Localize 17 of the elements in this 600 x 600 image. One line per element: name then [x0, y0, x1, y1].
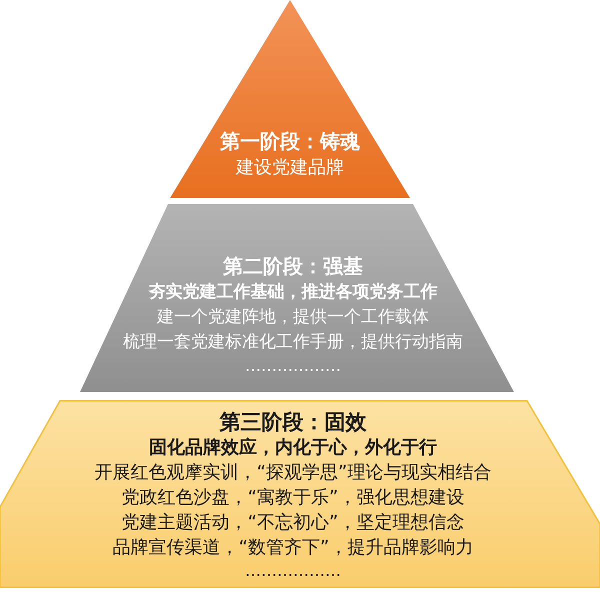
stage-title: 第三阶段：固效 [220, 409, 366, 435]
stage-title: 第一阶段：铸魂 [220, 128, 360, 155]
stage-text: 夯实党建工作基础，推进各项党务工作 [148, 281, 438, 304]
pyramid-tier [170, 0, 410, 198]
stage-text: 固化品牌效应，内化于心，外化于行 [149, 436, 437, 460]
stage-text: 开展红色观摩实训，“探观学思”理论与现实相结合 [94, 461, 492, 485]
stage-text: 建一个党建阵地，提供一个工作载体 [157, 306, 429, 329]
stage-text: 党建主题活动，“不忘初心”，坚定理想信念 [122, 511, 464, 535]
stage-text: 品牌宣传渠道，“数管齐下”，提升品牌影响力 [112, 536, 474, 560]
ellipsis-dots: ……………… [245, 355, 341, 377]
stage-text: 党政红色沙盘，“寓教于乐”，强化思想建设 [122, 486, 464, 510]
stage-subtitle: 建设党建品牌 [236, 156, 344, 180]
stage-title: 第二阶段：强基 [223, 253, 363, 280]
pyramid-tier [0, 400, 600, 588]
stage-text: 梳理一套党建标准化工作手册，提供行动指南 [123, 331, 463, 354]
ellipsis-dots: ……………… [245, 560, 341, 582]
pyramid-tier [80, 204, 514, 392]
